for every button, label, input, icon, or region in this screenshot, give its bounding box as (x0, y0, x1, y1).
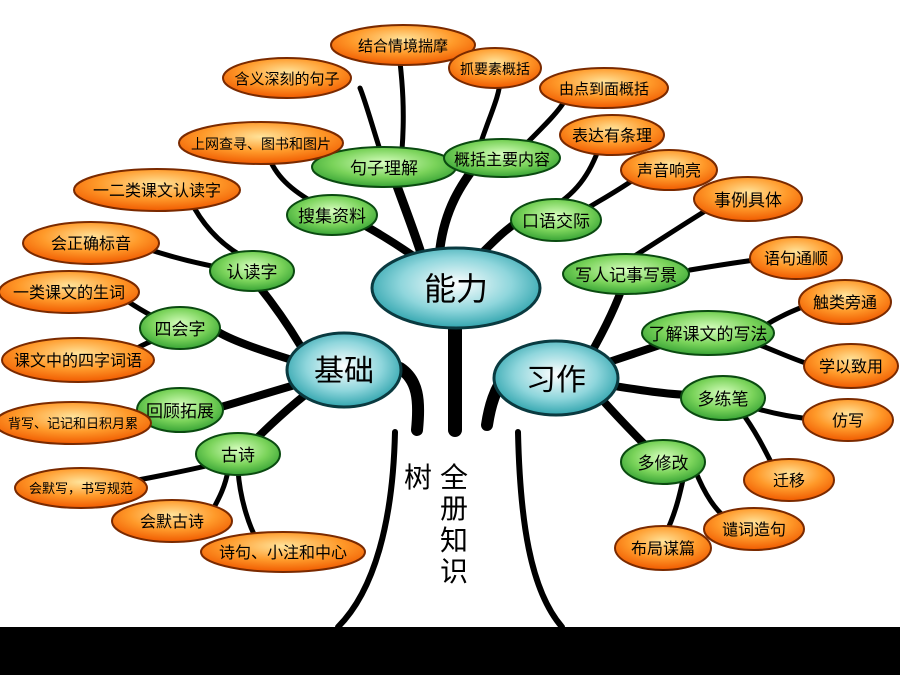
green-node-narrate: 写人记事写景 (562, 253, 690, 295)
orange-node-net: 上网查寻、图书和图片 (178, 121, 344, 165)
orange-node-idioms: 课文中的四字词语 (1, 337, 155, 383)
green-node-search-label: 搜集资料 (298, 207, 366, 227)
green-node-four: 四会字 (139, 306, 221, 350)
main-node-writing: 习作 (492, 339, 620, 417)
orange-node-words12: 一二类课文认读字 (73, 168, 241, 212)
orange-node-rich-label: 事例具体 (714, 191, 782, 211)
green-node-review: 回顾拓展 (136, 387, 224, 433)
orange-node-deep-label: 含义深刻的句子 (234, 70, 339, 88)
orange-node-accent-label: 会正确标音 (51, 234, 131, 253)
green-node-revise-label: 多修改 (638, 454, 689, 474)
orange-node-deep: 含义深刻的句子 (222, 57, 352, 99)
orange-node-apply: 学以致用 (803, 343, 899, 389)
main-node-foundation-label: 基础 (314, 354, 374, 389)
green-node-summary-label: 概括主要内容 (454, 150, 550, 169)
green-node-oral-label: 口语交际 (522, 212, 590, 232)
orange-node-key: 抓要素概括 (448, 47, 542, 89)
orange-node-imitate: 仿写 (802, 398, 894, 442)
green-node-literacy: 认读字 (209, 250, 295, 292)
orange-node-meaning: 诗句、小注和中心 (200, 531, 366, 573)
title-char-tree: 树 (404, 462, 434, 493)
green-node-revise: 多修改 (620, 439, 706, 485)
orange-node-point: 由点到面概括 (539, 67, 669, 109)
green-node-sentence-label: 句子理解 (350, 159, 418, 179)
orange-node-point-label: 由点到面概括 (559, 80, 649, 98)
orange-node-layout-label: 布局谋篇 (631, 539, 695, 558)
orange-node-accumulate: 背写、记记和日积月累 (0, 401, 152, 445)
orange-node-diction: 谴词造句 (703, 507, 805, 551)
orange-node-layout: 布局谋篇 (614, 525, 712, 571)
green-node-search: 搜集资料 (286, 194, 378, 236)
green-node-review-label: 回顾拓展 (146, 402, 214, 422)
orange-node-vivid-label: 结合情境揣摩 (358, 37, 448, 55)
orange-node-transfer-label: 迁移 (773, 471, 805, 490)
orange-node-rich: 事例具体 (693, 176, 803, 222)
main-node-foundation: 基础 (285, 331, 403, 409)
green-node-four-label: 四会字 (155, 320, 206, 340)
green-node-oral: 口语交际 (510, 198, 602, 242)
title-part2: 全册知识 (440, 461, 469, 589)
orange-node-key-label: 抓要素概括 (460, 62, 530, 78)
main-node-ability: 能力 (370, 246, 542, 330)
green-node-summary: 概括主要内容 (443, 138, 561, 178)
orange-node-recite-label: 会默古诗 (140, 512, 204, 531)
orange-node-fluent: 语句通顺 (749, 236, 843, 280)
green-node-narrate-label: 写人记事写景 (575, 266, 677, 286)
orange-node-accent: 会正确标音 (22, 221, 160, 265)
title-part1: 树 (404, 461, 433, 494)
orange-node-new-words: 一类课文的生词 (0, 270, 140, 314)
orange-node-analogy-label: 触类旁通 (813, 293, 877, 312)
orange-node-imitate-label: 仿写 (832, 411, 864, 430)
green-node-poem: 古诗 (195, 432, 281, 476)
orange-node-dictation: 会默写，书写规范 (14, 467, 148, 509)
orange-node-transfer: 迁移 (743, 458, 835, 502)
orange-node-meaning-label: 诗句、小注和中心 (219, 543, 347, 562)
orange-node-vivid: 结合情境揣摩 (330, 24, 476, 66)
orange-node-logic-label: 表达有条理 (572, 126, 652, 145)
orange-node-analogy: 触类旁通 (798, 279, 892, 325)
orange-node-diction-label: 谴词造句 (722, 520, 786, 539)
orange-nodes: 结合情境揣摩 含义深刻的句子 抓要素概括 由点到面概括 上网查寻、图书和图片 表… (0, 24, 899, 573)
tree-trunk (335, 429, 565, 630)
orange-node-words12-label: 一二类课文认读字 (93, 181, 221, 200)
green-node-literacy-label: 认读字 (227, 263, 278, 283)
ground-bar (0, 627, 900, 675)
orange-node-loud: 声音响亮 (620, 149, 718, 191)
orange-node-loud-label: 声音响亮 (637, 161, 701, 180)
green-nodes: 句子理解 概括主要内容 搜集资料 口语交际 认读字 四会字 回顾拓展 古诗 (136, 138, 775, 485)
orange-node-dictation-label: 会默写，书写规范 (29, 481, 133, 497)
main-node-ability-label: 能力 (424, 270, 488, 308)
green-node-poem-label: 古诗 (221, 446, 255, 466)
orange-node-apply-label: 学以致用 (819, 357, 883, 376)
orange-node-idioms-label: 课文中的四字词语 (14, 351, 142, 370)
orange-node-logic: 表达有条理 (559, 114, 665, 156)
orange-node-accumulate-label: 背写、记记和日积月累 (8, 417, 138, 432)
orange-node-recite: 会默古诗 (111, 499, 233, 543)
green-node-practice: 多练笔 (680, 375, 766, 421)
green-node-method-label: 了解课文的写法 (649, 325, 768, 345)
orange-node-new-words-label: 一类课文的生词 (13, 283, 125, 302)
title-column: 全册知识 (440, 462, 470, 587)
green-node-method: 了解课文的写法 (641, 310, 775, 356)
orange-node-fluent-label: 语句通顺 (764, 249, 828, 268)
green-node-practice-label: 多练笔 (698, 390, 749, 410)
main-node-writing-label: 习作 (526, 363, 586, 398)
orange-node-net-label: 上网查寻、图书和图片 (191, 137, 331, 153)
